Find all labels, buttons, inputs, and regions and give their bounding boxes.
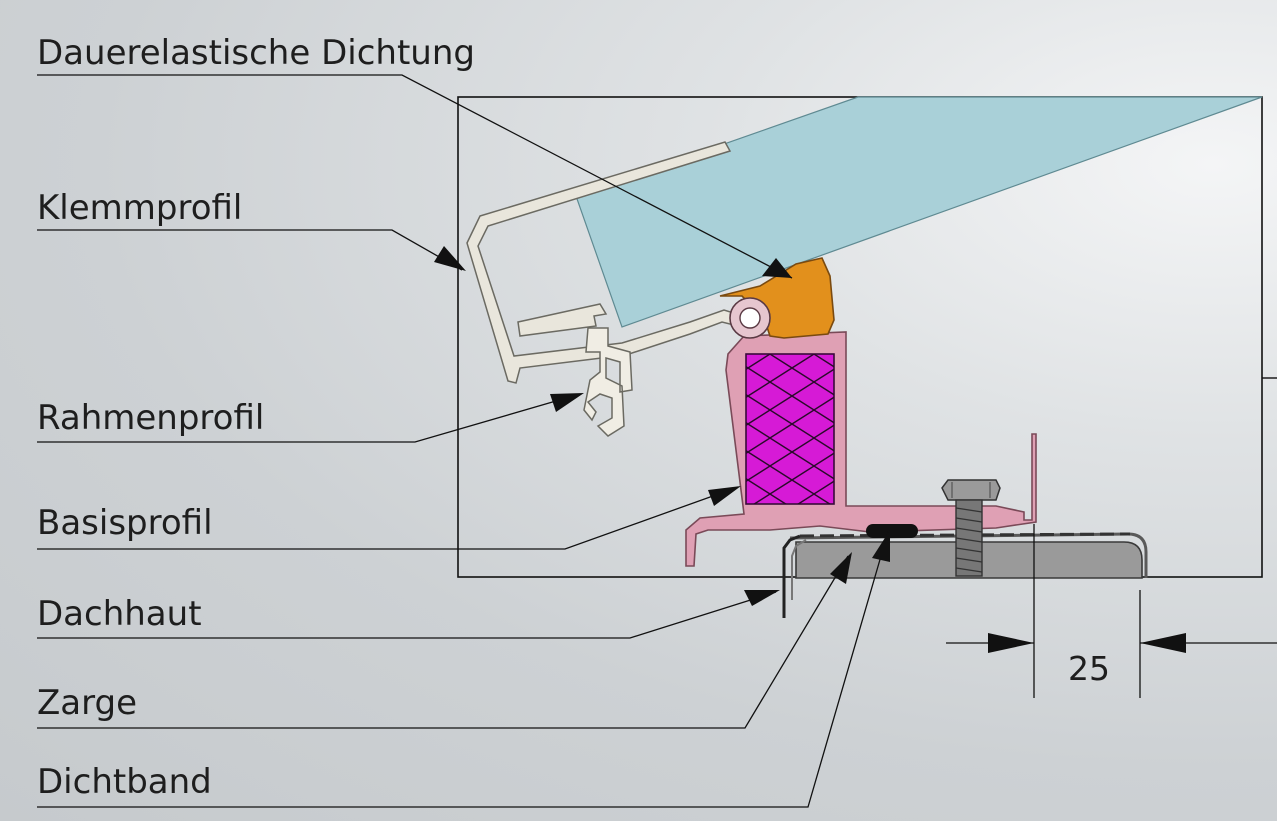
- dimension-25: 25: [946, 524, 1277, 698]
- arrowhead-basisprofil: [708, 486, 741, 506]
- arrowhead-dachhaut: [744, 590, 780, 606]
- dimension-arrow-left: [988, 633, 1034, 653]
- label-dichtband: Dichtband: [37, 762, 212, 802]
- dimension-arrow-right: [1140, 633, 1186, 653]
- glass-pane: [575, 96, 1263, 328]
- hinge-hole: [739, 307, 761, 329]
- label-klemmprofil: Klemmprofil: [37, 188, 242, 228]
- leader-lines: [37, 74, 889, 808]
- label-basisprofil: Basisprofil: [37, 503, 213, 543]
- label-zarge: Zarge: [37, 683, 137, 723]
- label-rahmenprofil: Rahmenprofil: [37, 398, 264, 438]
- frame-profile: [583, 327, 633, 437]
- arrowhead-zarge: [830, 552, 852, 584]
- dimension-value: 25: [1068, 649, 1110, 688]
- roof-membrane-inner: [791, 539, 807, 600]
- arrowhead-dichtband: [872, 530, 890, 562]
- arrowheads: [434, 246, 890, 606]
- arrowhead-rahmenprofil: [550, 393, 584, 412]
- label-dachhaut: Dachhaut: [37, 594, 202, 634]
- label-dichtung: Dauerelastische Dichtung: [37, 33, 475, 73]
- arrowhead-dichtung: [762, 258, 792, 278]
- base-profile: [685, 331, 1037, 567]
- sealing-tape: [866, 524, 918, 538]
- bolt: [941, 479, 1001, 577]
- arrowhead-klemmprofil: [434, 246, 466, 271]
- insulation-hatch-fill: [746, 354, 834, 504]
- roof-membrane: [782, 534, 801, 618]
